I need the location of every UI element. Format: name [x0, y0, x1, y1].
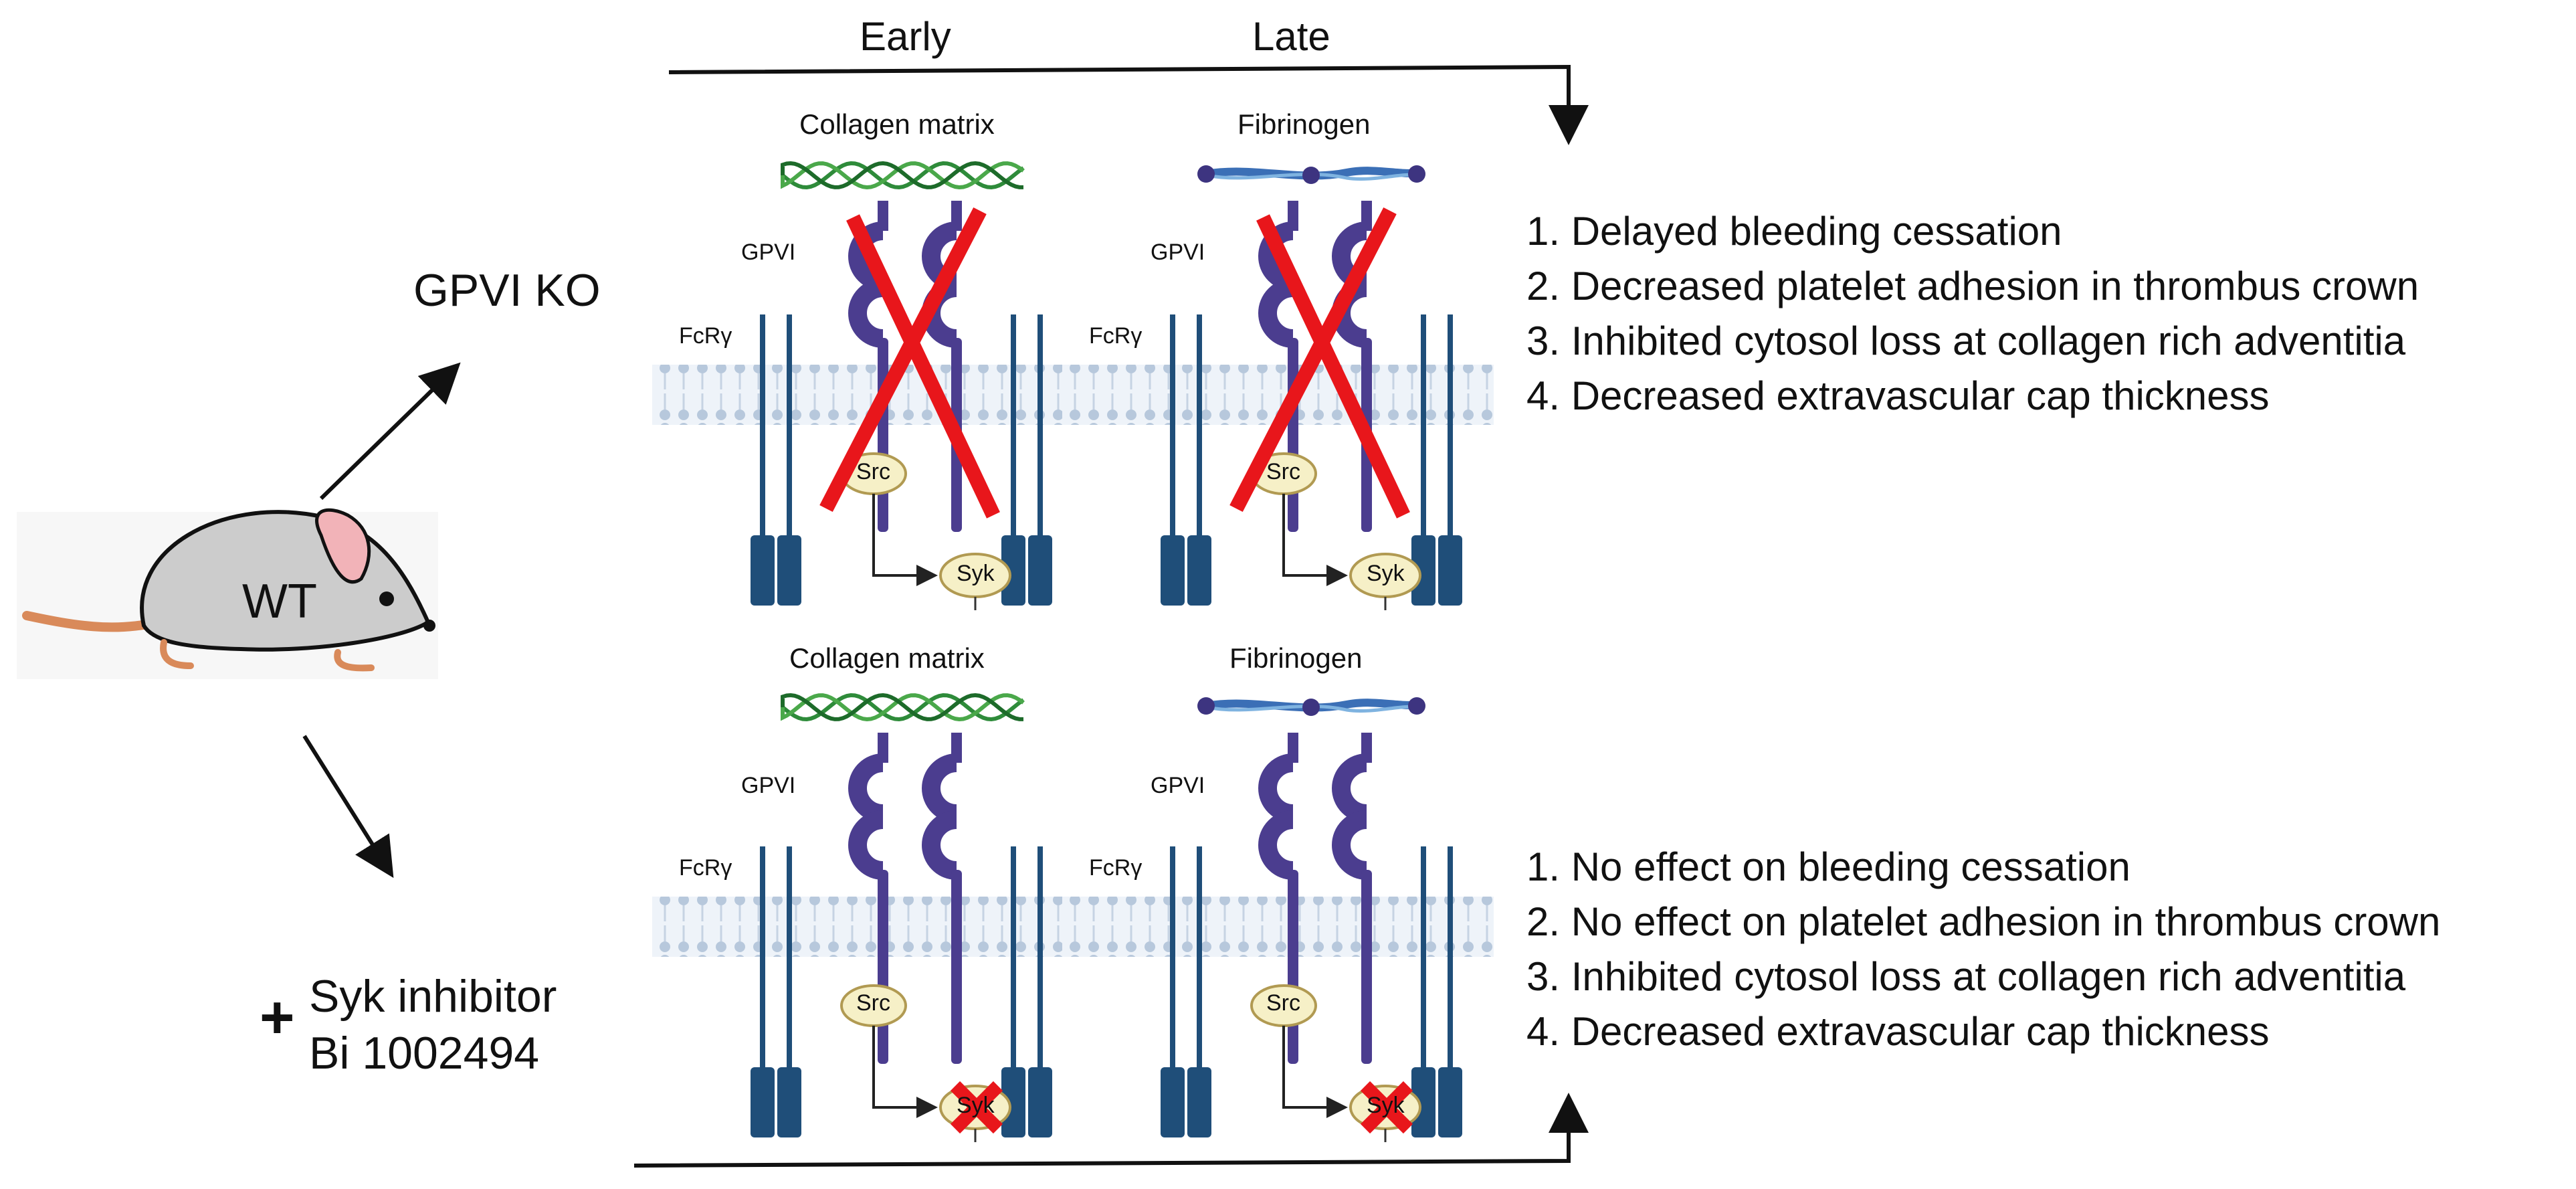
fcr-gamma-chain: [751, 314, 775, 606]
panel-ko-early-gpvi-label: GPVI: [741, 240, 796, 265]
panel-ko-early-syk-label: Syk: [957, 561, 995, 586]
panel-ko-late-gpvi-label: GPVI: [1151, 240, 1205, 265]
gpvi-receptor: [1258, 201, 1298, 532]
effect-item: 1. No effect on bleeding cessation: [1526, 844, 2131, 889]
panel-inh-late-src-label: Src: [1266, 990, 1300, 1016]
timeline-late-label: Late: [1252, 14, 1330, 59]
knockout-cross: [1229, 207, 1410, 519]
panel-inh-late-substrate: Fibrinogen: [1229, 642, 1363, 674]
fcr-gamma-chain: [777, 314, 801, 606]
panel-ko-late-src-label: Src: [1266, 459, 1300, 484]
timeline-bracket-top: [668, 64, 1589, 145]
fibrinogen-molecule: [1197, 165, 1425, 184]
panel-ko-late-fcr-label: FcRγ: [1089, 323, 1143, 349]
receptor-panel-inh-late: [1062, 697, 1494, 1142]
fcr-gamma-chain: [1161, 314, 1185, 606]
panel-inh-early-substrate: Collagen matrix: [789, 642, 985, 674]
panel-inh-late-gpvi-label: GPVI: [1151, 773, 1205, 798]
arrow-to-ko: [319, 362, 461, 500]
src-to-syk-arrow: [1282, 494, 1348, 586]
knockout-cross: [819, 207, 1000, 519]
receptor-panel-inh-early: [652, 693, 1084, 1142]
group-ko-label: GPVI KO: [413, 265, 601, 316]
panel-inh-late-fcr-label: FcRγ: [1089, 855, 1143, 881]
arrow-to-inhibitor: [302, 735, 394, 879]
mouse-ear: [315, 508, 371, 584]
panel-ko-late-substrate: Fibrinogen: [1237, 108, 1371, 140]
panel-ko-early-src-label: Src: [856, 459, 890, 484]
src-to-syk-arrow: [1282, 1026, 1348, 1118]
panel-inh-early-src-label: Src: [856, 990, 890, 1016]
gpvi-receptor: [922, 733, 962, 1064]
fcr-gamma-chain: [1028, 846, 1052, 1137]
effect-item: 4. Decreased extravascular cap thickness: [1526, 1009, 2270, 1054]
fcr-gamma-chain: [1438, 314, 1462, 606]
group-inhibitor-line1: Syk inhibitor: [309, 971, 557, 1022]
mouse-foot-front: [334, 649, 375, 672]
inhibition-cross: [1360, 1081, 1413, 1134]
cell-membrane: [652, 897, 1084, 957]
group-inhibitor-plus: +: [260, 984, 295, 1051]
fcr-gamma-chain: [1438, 846, 1462, 1137]
receptor-panels: [652, 161, 1494, 1142]
panel-ko-early-substrate: Collagen matrix: [799, 108, 995, 140]
fcr-gamma-chain: [1001, 846, 1025, 1137]
effect-item: 2. No effect on platelet adhesion in thr…: [1526, 899, 2441, 944]
panel-inh-late-syk-label: Syk: [1367, 1093, 1405, 1118]
mouse-illustration: [17, 508, 438, 679]
timeline-bracket-bottom: [633, 1093, 1589, 1168]
src-to-syk-arrow: [872, 494, 938, 586]
fcr-gamma-chain: [777, 846, 801, 1137]
receptor-panel-ko-late: [1062, 165, 1494, 610]
effect-item: 3. Inhibited cytosol loss at collagen ri…: [1526, 954, 2406, 999]
effect-item: 3. Inhibited cytosol loss at collagen ri…: [1526, 318, 2406, 363]
fcr-gamma-chain: [1411, 314, 1435, 606]
group-inhibitor-line2: Bi 1002494: [309, 1028, 540, 1079]
mouse-tail: [22, 611, 162, 632]
panel-inh-early-fcr-label: FcRγ: [679, 855, 732, 881]
mouse-foot-back: [160, 639, 194, 669]
cell-membrane: [1062, 897, 1494, 957]
effects-list-ko: 1. Delayed bleeding cessation 2. Decreas…: [1526, 204, 2419, 424]
panel-inh-early-syk-label: Syk: [957, 1093, 995, 1118]
effect-item: 2. Decreased platelet adhesion in thromb…: [1526, 264, 2419, 308]
fcr-gamma-chain: [1187, 846, 1211, 1137]
mouse-nose: [423, 620, 435, 632]
fcr-gamma-chain: [1001, 314, 1025, 606]
panel-ko-early-fcr-label: FcRγ: [679, 323, 732, 349]
mouse-label: WT: [242, 575, 317, 628]
collagen-fiber: [781, 161, 1025, 190]
inhibition-cross: [950, 1081, 1003, 1134]
fcr-gamma-chain: [1187, 314, 1211, 606]
fcr-gamma-chain: [1028, 314, 1052, 606]
mouse-eye: [379, 591, 394, 606]
effect-item: 1. Delayed bleeding cessation: [1526, 209, 2062, 254]
fcr-gamma-chain: [751, 846, 775, 1137]
fcr-gamma-chain: [1161, 846, 1185, 1137]
timeline-early-label: Early: [860, 14, 951, 59]
panel-inh-early-gpvi-label: GPVI: [741, 773, 796, 798]
receptor-panel-ko-early: [652, 161, 1084, 610]
collagen-fiber: [781, 693, 1025, 722]
effects-list-inhibitor: 1. No effect on bleeding cessation 2. No…: [1526, 840, 2440, 1059]
effect-item: 4. Decreased extravascular cap thickness: [1526, 373, 2270, 418]
gpvi-receptor: [1332, 733, 1372, 1064]
fibrinogen-molecule: [1197, 697, 1425, 716]
panel-ko-late-syk-label: Syk: [1367, 561, 1405, 586]
src-to-syk-arrow: [872, 1026, 938, 1118]
fcr-gamma-chain: [1411, 846, 1435, 1137]
